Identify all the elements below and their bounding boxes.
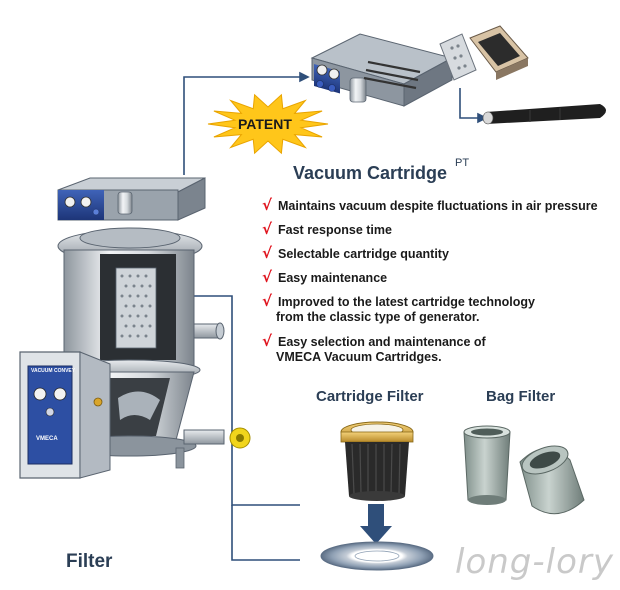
single-cartridge-image [482, 104, 606, 125]
feature-text: Improved to the latest cartridge technol… [278, 295, 536, 309]
panel-brand: VMECA [36, 436, 58, 442]
section-filter-label: Filter [66, 551, 113, 572]
feature-text: Easy maintenance [278, 271, 388, 285]
checkmark-icon: √ [262, 244, 273, 262]
feature-text: from the classic type of generator. [276, 310, 480, 324]
vacuum-conveyor-illustration [19, 177, 251, 479]
feature-text: VMECA Vacuum Cartridges. [276, 350, 442, 364]
feature-text: Easy selection and maintenance of [278, 335, 486, 349]
panel-label: VACUUM CONVEY [31, 368, 76, 374]
connector-filter-bottom [231, 505, 300, 561]
bag-filter-image [463, 425, 585, 515]
cartridge-title: Vacuum Cartridge [293, 163, 448, 183]
feature-text: Selectable cartridge quantity [278, 247, 449, 261]
connector-lines [175, 71, 488, 561]
cartridge-filter-label: Cartridge Filter [316, 388, 424, 405]
cartridge-filter-image [320, 421, 434, 571]
feature-item: √ Improved to the latest cartridge techno… [262, 292, 535, 324]
checkmark-icon: √ [262, 292, 273, 310]
checkmark-icon: √ [262, 332, 273, 350]
checkmark-icon: √ [262, 268, 273, 286]
feature-item: √ Fast response time [262, 220, 392, 238]
feature-item: √ Selectable cartridge quantity [262, 244, 449, 262]
watermark: long-lory [455, 542, 614, 582]
feature-item: √ Maintains vacuum despite fluctuations i… [262, 196, 598, 214]
patent-badge-label: PATENT [238, 116, 292, 132]
feature-text: Maintains vacuum despite fluctuations in… [278, 199, 598, 213]
checkmark-icon: √ [262, 196, 273, 214]
connector-right [459, 88, 480, 119]
bag-filter-label: Bag Filter [486, 388, 556, 405]
checkmark-icon: √ [262, 220, 273, 238]
patent-starburst [207, 93, 329, 155]
connector-top-arrowhead [299, 71, 310, 83]
feature-text: Fast response time [278, 223, 392, 237]
cartridge-title-superscript: PT [455, 157, 470, 169]
vacuum-module-exploded [310, 25, 529, 107]
connector-right-arrowhead [477, 112, 488, 124]
connector-filter-top [175, 295, 300, 506]
feature-item: √ Easy maintenance [262, 268, 387, 286]
connector-top [183, 76, 300, 175]
